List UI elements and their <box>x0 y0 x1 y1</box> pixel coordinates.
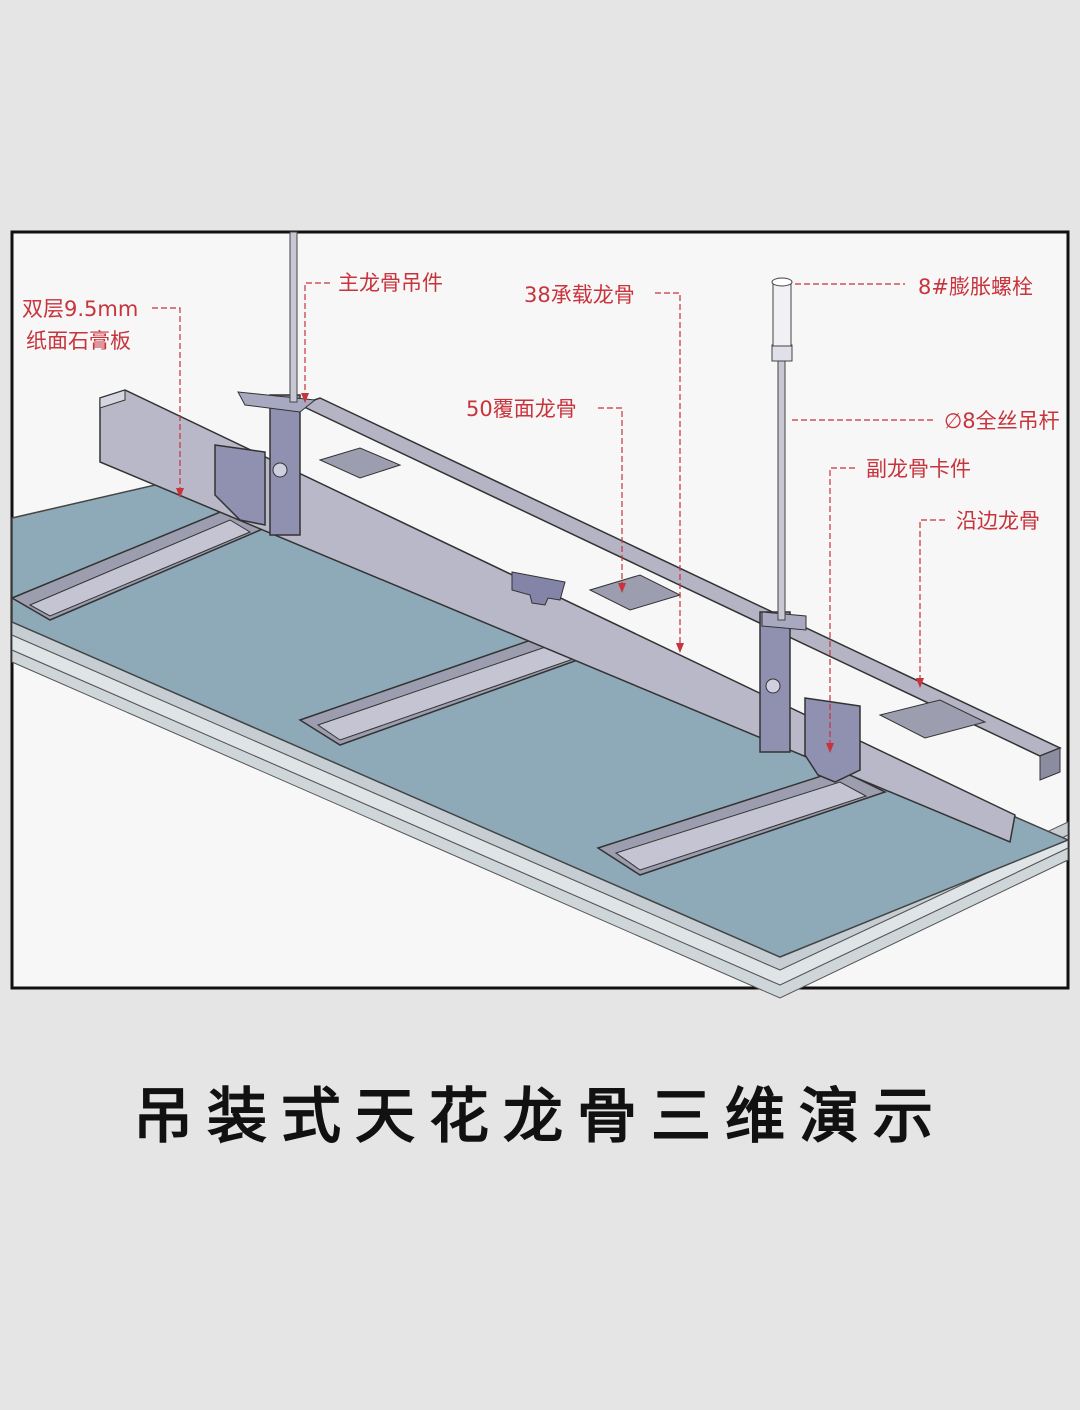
left-rod <box>289 231 298 403</box>
beam-connector <box>511 571 566 606</box>
cover-keel-50 <box>10 507 887 876</box>
sub-keel-clip <box>804 697 861 783</box>
label-expansion-bolt: 8#膨胀螺栓 <box>918 275 1033 299</box>
label-gypsum-board-line1: 双层9.5mm <box>22 297 139 321</box>
label-load-keel-38: 38承载龙骨 <box>524 283 635 307</box>
label-cover-keel-50: 50覆面龙骨 <box>466 397 577 421</box>
rod-hanger-right <box>759 611 807 753</box>
label-gypsum-board-line2: 纸面石膏板 <box>26 329 131 353</box>
main-keel-hanger <box>237 391 317 536</box>
expansion-bolt <box>771 277 793 347</box>
label-edge-keel: 沿边龙骨 <box>956 509 1040 533</box>
diagram-caption: 吊装式天花龙骨三维演示 <box>133 1082 947 1152</box>
label-main-keel-hanger: 主龙骨吊件 <box>338 271 443 295</box>
sub-keel-clip-left <box>214 444 266 526</box>
label-threaded-rod: ∅8全丝吊杆 <box>944 409 1060 433</box>
leader-lines <box>152 282 945 745</box>
label-sub-keel-clip: 副龙骨卡件 <box>866 457 971 481</box>
leader-arrows <box>176 393 924 753</box>
cross-bars <box>318 447 987 739</box>
